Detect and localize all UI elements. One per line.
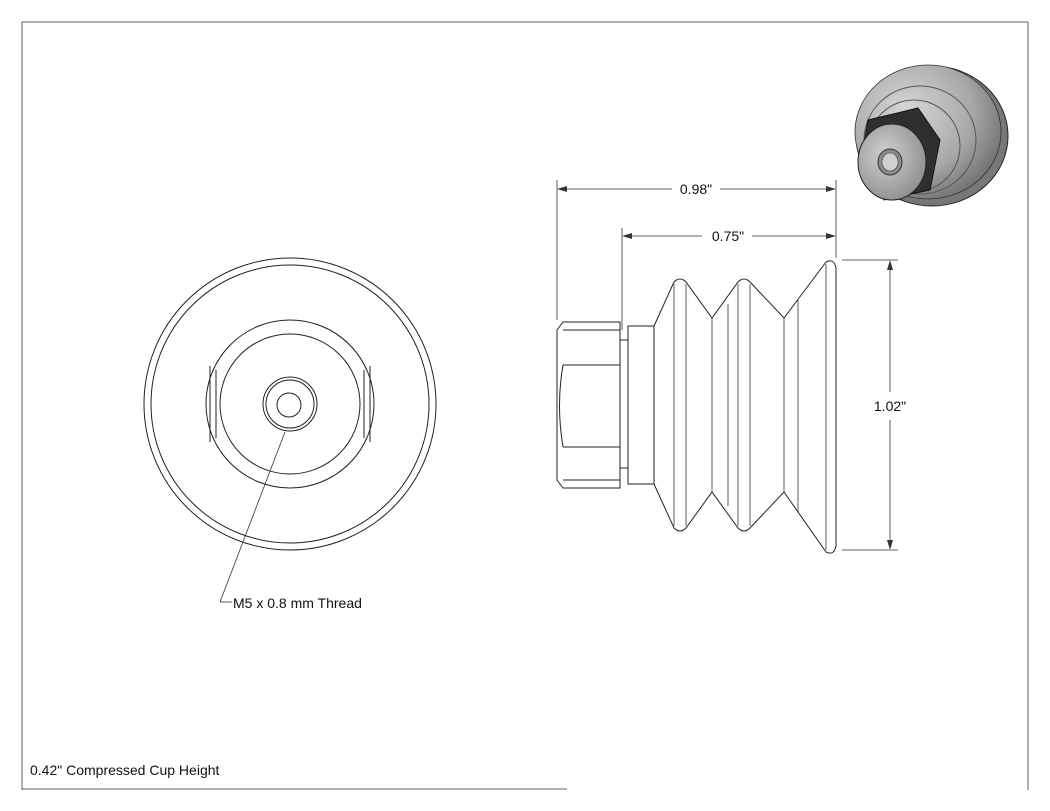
dimension-overall-length: 0.98" — [556, 180, 837, 320]
bellows-body — [653, 260, 837, 554]
boss-outer-circle — [262, 376, 318, 432]
isometric-render — [854, 64, 1009, 207]
hex-fitting — [556, 321, 655, 489]
thread-hole-circle — [276, 392, 302, 418]
outer-lip-circle — [143, 257, 437, 551]
dimension-diameter: 1.02" — [842, 259, 906, 551]
sheet-border — [21, 21, 1029, 790]
dimension-body-length: 0.75" — [621, 228, 836, 330]
diameter-label: 1.02" — [874, 398, 906, 414]
compressed-height-note: 0.42" Compressed Cup Height — [30, 762, 220, 778]
overall-length-label: 0.98" — [680, 181, 712, 197]
body-length-label: 0.75" — [712, 228, 744, 244]
hex-fitting-circle — [205, 319, 375, 489]
nut-face-circle — [219, 333, 361, 475]
side-view: 0.98" 0.75" 1.02" — [556, 180, 906, 554]
lip-inner-circle — [150, 264, 430, 544]
thread-callout: M5 x 0.8 mm Thread — [233, 595, 362, 611]
boss-inner-circle — [265, 379, 315, 429]
front-view: M5 x 0.8 mm Thread — [143, 257, 437, 611]
thread-leader-line — [219, 431, 286, 603]
